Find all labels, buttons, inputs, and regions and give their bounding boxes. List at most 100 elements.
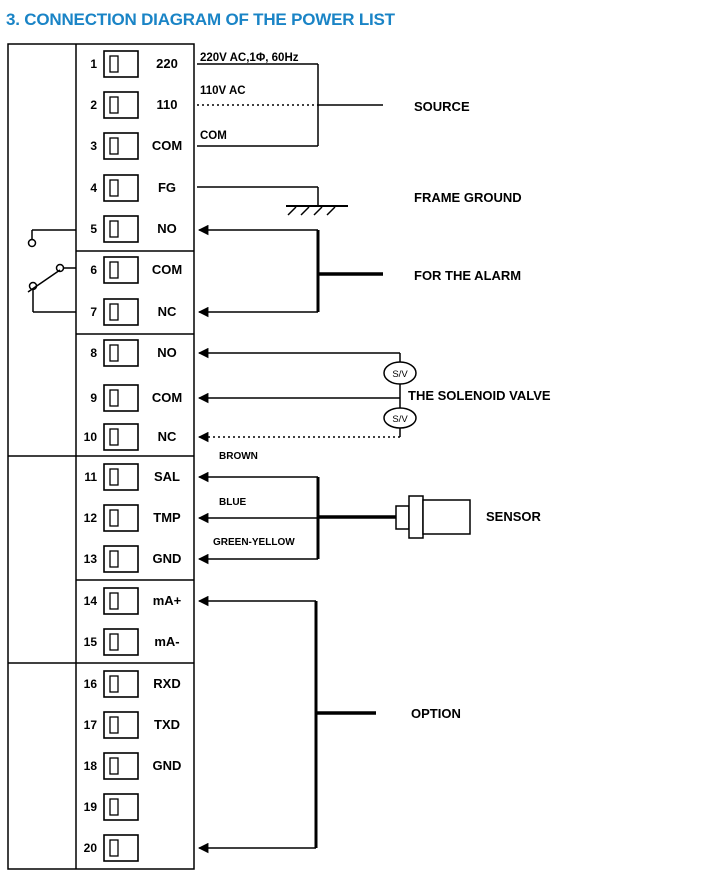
- terminal-screw: [103, 91, 139, 119]
- terminal-label: mA-: [154, 634, 179, 649]
- terminal-number: 20: [84, 841, 98, 855]
- terminal-screw-slot: [109, 633, 119, 651]
- label-alarm: FOR THE ALARM: [414, 268, 521, 283]
- terminal-screw: [103, 215, 139, 243]
- terminal-number: 4: [90, 181, 97, 195]
- terminal-9: 9 COM: [90, 384, 182, 412]
- terminal-label: COM: [152, 262, 182, 277]
- terminal-block: [7, 43, 195, 870]
- terminal-label: TMP: [153, 510, 181, 525]
- terminal-number: 15: [84, 635, 98, 649]
- terminal-screw-slot: [109, 220, 119, 238]
- terminal-number: 10: [84, 430, 98, 444]
- terminal-12: 12 TMP: [84, 504, 181, 532]
- terminal-label: COM: [152, 138, 182, 153]
- terminal-screw: [103, 670, 139, 698]
- terminal-screw-slot: [109, 716, 119, 734]
- label-source: SOURCE: [414, 99, 470, 114]
- terminal-6: 6 COM: [90, 256, 182, 284]
- alarm-wiring: [197, 224, 383, 318]
- wire-label-110v: 110V AC: [200, 85, 246, 97]
- terminal-screw: [103, 587, 139, 615]
- wire-label-com: COM: [200, 130, 227, 142]
- terminal-screw: [103, 174, 139, 202]
- sensor-probe-icon: [395, 495, 471, 539]
- terminal-screw-slot: [109, 509, 119, 527]
- ground-symbol: [197, 186, 348, 216]
- terminal-screw: [103, 834, 139, 862]
- terminal-1: 1 220: [90, 50, 178, 78]
- terminal-screw: [103, 752, 139, 780]
- terminal-label: RXD: [153, 676, 180, 691]
- terminal-15: 15 mA-: [84, 628, 180, 656]
- option-wiring: [197, 595, 376, 854]
- terminal-screw-slot: [109, 389, 119, 407]
- terminal-screw: [103, 132, 139, 160]
- terminal-label: GND: [153, 551, 182, 566]
- terminal-11: 11 SAL: [84, 463, 180, 491]
- terminal-5: 5 NO: [90, 215, 177, 243]
- terminal-number: 1: [90, 57, 97, 71]
- terminal-label: NC: [158, 304, 177, 319]
- terminal-screw-slot: [109, 428, 119, 446]
- terminal-8: 8 NO: [90, 339, 177, 367]
- terminal-label: FG: [158, 180, 176, 195]
- terminal-number: 12: [84, 511, 98, 525]
- solenoid-wiring: [197, 347, 417, 443]
- wire-label-brown: BROWN: [219, 451, 258, 462]
- sv-lower-label: S/V: [392, 414, 408, 425]
- terminal-screw: [103, 711, 139, 739]
- terminal-number: 16: [84, 677, 98, 691]
- terminal-screw-slot: [109, 675, 119, 693]
- terminal-number: 14: [84, 594, 98, 608]
- terminal-screw: [103, 628, 139, 656]
- source-wiring: [197, 63, 383, 147]
- terminal-screw: [103, 256, 139, 284]
- terminal-screw-slot: [109, 468, 119, 486]
- terminal-screw-slot: [109, 179, 119, 197]
- label-sensor: SENSOR: [486, 509, 542, 524]
- terminal-label: COM: [152, 390, 182, 405]
- terminal-screw: [103, 384, 139, 412]
- terminal-label: 110: [157, 97, 178, 112]
- sensor-wiring: [197, 471, 396, 565]
- label-frame-ground: FRAME GROUND: [414, 190, 522, 205]
- label-solenoid-valve: THE SOLENOID VALVE: [408, 388, 551, 403]
- terminal-screw-slot: [109, 96, 119, 114]
- terminal-number: 17: [84, 718, 98, 732]
- terminal-screw: [103, 463, 139, 491]
- terminal-label: SAL: [154, 469, 180, 484]
- terminal-label: 220: [156, 56, 178, 71]
- terminal-screw-slot: [109, 55, 119, 73]
- terminal-screw-slot: [109, 798, 119, 816]
- wire-label-green-yellow: GREEN-YELLOW: [213, 537, 295, 548]
- terminal-number: 8: [90, 346, 97, 360]
- terminal-screw: [103, 50, 139, 78]
- terminal-label: NO: [157, 345, 177, 360]
- terminal-number: 9: [90, 391, 97, 405]
- terminal-screw-slot: [109, 261, 119, 279]
- label-option: OPTION: [411, 706, 461, 721]
- terminal-4: 4 FG: [90, 174, 176, 202]
- wire-label-220v: 220V AC,1Φ, 60Hz: [200, 52, 299, 64]
- terminal-14: 14 mA+: [84, 587, 182, 615]
- terminal-number: 6: [90, 263, 97, 277]
- terminal-label: NO: [157, 221, 177, 236]
- terminal-screw-slot: [109, 839, 119, 857]
- relay-contact-symbol: [27, 229, 76, 313]
- terminal-number: 18: [84, 759, 98, 773]
- terminal-number: 11: [84, 470, 97, 484]
- terminal-number: 5: [90, 222, 97, 236]
- terminal-screw-slot: [109, 303, 119, 321]
- terminal-screw-slot: [109, 344, 119, 362]
- terminal-number: 19: [84, 800, 98, 814]
- terminal-label: mA+: [153, 593, 182, 608]
